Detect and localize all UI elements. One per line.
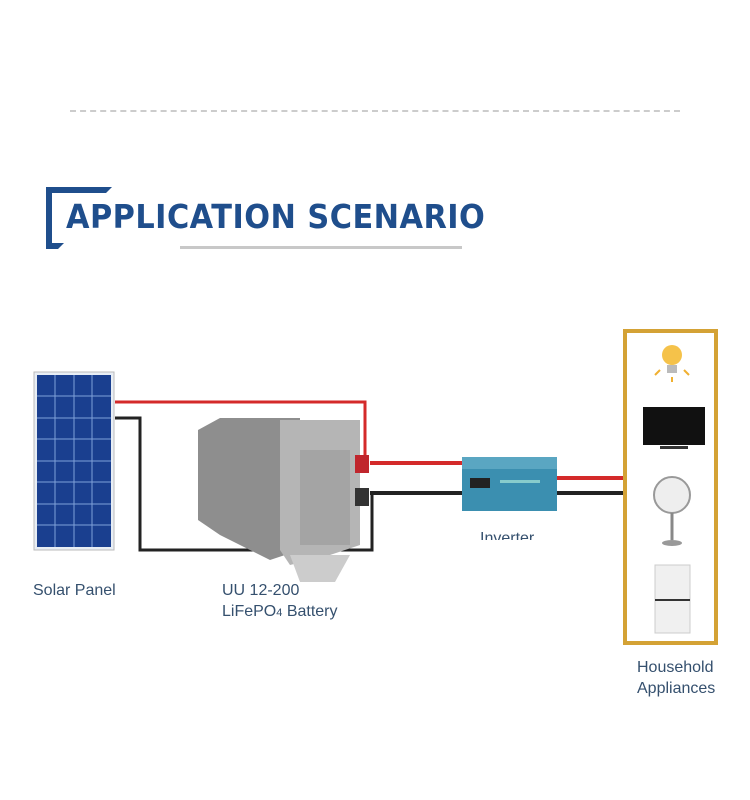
- divider: [70, 110, 680, 112]
- solar-panel-label: Solar Panel: [33, 582, 116, 599]
- refrigerator-icon: [654, 564, 691, 634]
- inverter-label-clip: Inverter: [470, 530, 560, 540]
- title-underline: [180, 246, 462, 249]
- battery-word: Battery: [282, 603, 338, 620]
- battery-label: UU 12-200 LiFePO4 Battery: [222, 580, 338, 624]
- page-title: APPLICATION SCENARIO: [66, 197, 486, 236]
- battery-model: UU 12-200: [222, 582, 300, 599]
- inverter-icon: [462, 457, 557, 511]
- battery-chem: LiFePO: [222, 603, 277, 620]
- wires: [115, 400, 625, 552]
- solar-panel-icon: [33, 371, 115, 551]
- appliances-label: Household Appliances: [637, 657, 715, 699]
- appliances-frame: [623, 329, 718, 645]
- appliances-line1: Household: [637, 659, 714, 676]
- appliances-line2: Appliances: [637, 680, 716, 697]
- inverter-label: Inverter: [480, 530, 535, 540]
- light-bulb-icon: [654, 345, 690, 382]
- battery-icon: [198, 418, 369, 582]
- battery-type: LiFePO4 Battery: [222, 601, 338, 624]
- fan-icon: [653, 476, 691, 546]
- system-diagram: [33, 329, 718, 645]
- television-icon: [643, 407, 705, 449]
- battery-subscript: 4: [276, 607, 283, 619]
